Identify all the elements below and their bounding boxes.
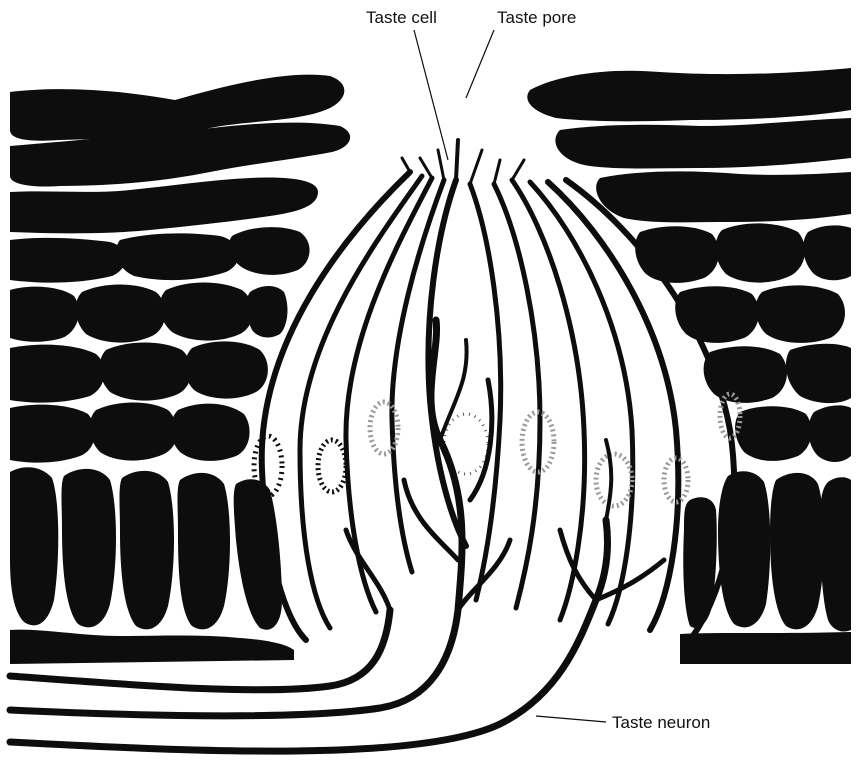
taste-cell-leader: [414, 30, 448, 160]
label-taste-cell: Taste cell: [366, 8, 437, 27]
microvilli: [494, 160, 500, 184]
label-taste-neuron: Taste neuron: [612, 713, 710, 732]
neuron-branch: [470, 380, 492, 500]
label-taste-pore: Taste pore: [497, 8, 576, 27]
neuron-branch: [606, 440, 611, 520]
nucleus: [596, 454, 632, 506]
nucleus: [254, 436, 282, 496]
nucleus: [318, 440, 346, 492]
neuron-branch: [404, 480, 458, 560]
microvilli: [470, 150, 482, 184]
neuron-branch: [440, 340, 467, 440]
microvilli: [456, 140, 458, 180]
microvilli: [402, 158, 410, 172]
taste-cell-outline: [346, 178, 432, 612]
left-epithelium: [10, 75, 350, 664]
taste-pore-leader: [466, 30, 494, 98]
microvilli: [438, 150, 444, 180]
taste-neuron-leader: [536, 716, 606, 722]
taste-cell-outline: [470, 184, 501, 600]
microvilli: [512, 160, 524, 180]
